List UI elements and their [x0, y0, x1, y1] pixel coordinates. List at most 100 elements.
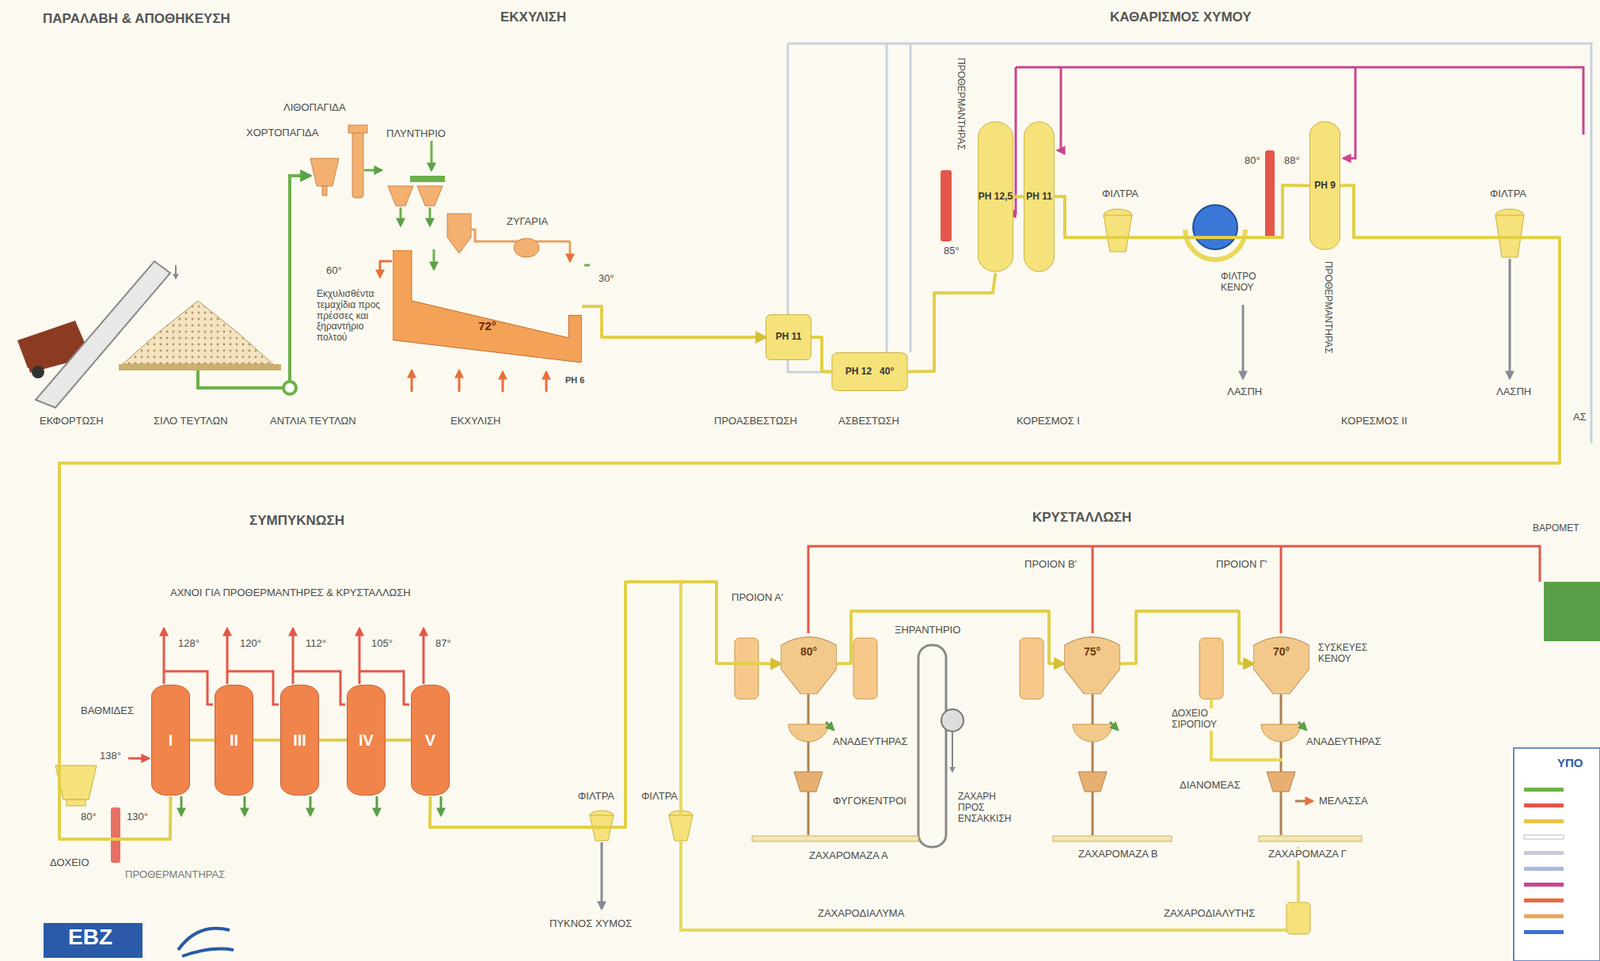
traps-washer-part	[429, 207, 432, 226]
node-outline-part	[1023, 121, 1054, 272]
evaporator-stage: I	[151, 684, 191, 797]
process-label: ΚΟΡΕΣΜΟΣ ΙΙ	[1339, 415, 1410, 428]
filters-part	[66, 799, 86, 806]
syrup-return-part	[680, 840, 1287, 931]
process-label: ΑΧΝΟΙ ΓΙΑ ΠΡΟΘΕΡΜΑΝΤΗΡΕΣ & ΚΡΥΣΤΑΛΛΩΣΗ	[168, 587, 413, 600]
legend-box-part	[1523, 882, 1564, 887]
juice-pipe	[385, 738, 411, 742]
traps-washer-part	[447, 213, 472, 254]
traps-washer-part	[569, 241, 572, 262]
filters	[55, 209, 1524, 935]
process-label: ΠΡΟΘΕΡΜΑΝΤΗΡΑΣ	[954, 56, 966, 153]
node-text: 40°	[879, 366, 894, 377]
node-text: PH 11	[775, 331, 802, 343]
process-label: ΜΕΛΑΣΣΑ	[1317, 795, 1370, 808]
preheaters-part	[1265, 150, 1275, 238]
process-label: ΔΟΧΕΙΟ	[48, 857, 92, 870]
process-label: ΑΝΑΔΕΥΤΗΡΑΣ	[831, 736, 910, 749]
process-label: ΦΙΛΤΡΟ ΚΕΝΟΥ	[1219, 271, 1272, 294]
beet-pile-part	[122, 300, 274, 365]
juice-pipe	[59, 185, 1560, 840]
extraction-arrows-part	[501, 372, 505, 392]
juice-pipe	[319, 738, 347, 742]
extraction-arrows	[380, 249, 590, 392]
process-label: ΔΟΧΕΙΟ ΣΙΡΟΠΙΟΥ	[1170, 708, 1228, 731]
process-label: ΠΥΚΝΟΣ ΧΥΜΟΣ	[547, 918, 634, 931]
legend-box-part	[1523, 835, 1564, 840]
traps-washer	[310, 125, 571, 262]
extraction-arrows-part	[458, 370, 461, 392]
process-label: 128°	[176, 638, 202, 650]
crystallizer-equipment-part	[788, 694, 834, 836]
node-outline-part	[151, 684, 190, 795]
auxiliary-lines-part	[1057, 67, 1061, 151]
process-label: ΖΑΧΑΡΟΜΑΖΑ Γ	[1266, 848, 1349, 861]
juice-pipe	[811, 337, 832, 373]
node-outline-part	[766, 315, 812, 361]
process-label: ΑΝΤΛΙΑ ΤΕΥΤΛΩΝ	[268, 415, 358, 428]
node-outline-part	[410, 684, 449, 795]
preheaters-part	[110, 807, 121, 863]
node-outline-part	[1309, 121, 1340, 251]
vacuum-filter	[1185, 205, 1246, 260]
evaporator-stage: III	[280, 684, 320, 797]
node-outline-part	[1064, 637, 1121, 695]
node-outline-part	[977, 121, 1013, 272]
process-label: ΠΡΟΙΟΝ Γ'	[1214, 558, 1270, 571]
beet-pile	[118, 300, 282, 371]
crystallizer-equipment-part	[1052, 836, 1172, 842]
beet-pump-line-part	[289, 175, 311, 382]
juice-pipe	[836, 611, 1065, 665]
process-label: ΠΡΟΙΟΝ Α'	[729, 592, 785, 605]
crystallizer-equipment-part	[941, 709, 964, 732]
crystallizer-equipment-part-part	[734, 638, 759, 700]
crystallizer: 80°	[780, 633, 837, 695]
legend-box-part	[1523, 930, 1564, 935]
process-label: ΦΙΛΤΡΑ	[576, 790, 616, 803]
legend-box-part	[1523, 914, 1564, 919]
filters-part	[55, 765, 97, 800]
evaporator-stage: IV	[346, 684, 386, 797]
node-text: II	[229, 731, 239, 749]
node-text: V	[425, 731, 436, 749]
node-text: 70°	[1273, 646, 1290, 658]
process-label: 87°	[433, 638, 453, 650]
legend-box-part	[1523, 851, 1564, 856]
section-heading: ΥΠΟ	[1555, 756, 1585, 770]
process-label: ΔΙΑΝΟΜΕΑΣ	[1178, 779, 1243, 792]
section-heading: ΕΚΧΥΛΙΣΗ	[498, 9, 568, 26]
preheaters-part	[940, 170, 952, 242]
process-label: 88°	[1282, 155, 1302, 168]
section-heading: ΠΑΡΑΛΑΒΗ & ΑΠΟΘΗΚΕΥΣΗ	[41, 11, 232, 27]
traps-washer-part	[310, 158, 339, 187]
legend-box-part	[1523, 819, 1564, 824]
sludge-arrows-part	[1508, 258, 1512, 379]
auxiliary-lines-part	[1015, 67, 1584, 135]
extraction-trough: 72°	[392, 250, 582, 363]
syrup-return	[680, 581, 1299, 931]
juice-pipe	[429, 581, 781, 828]
process-label: ΣΙΛΟ ΤΕΥΤΛΩΝ	[152, 415, 230, 428]
legend-box	[1513, 748, 1600, 961]
process-label: 112°	[304, 638, 328, 650]
conveyor-part	[174, 265, 177, 279]
process-label: ΒΑΘΜΙΔΕΣ	[79, 705, 136, 718]
node-outline	[1253, 633, 1310, 695]
process-label: 138°	[98, 750, 123, 763]
condensate-arrows-part	[180, 796, 183, 816]
crystallizer-equipment-part	[752, 836, 919, 842]
beet-pump-line	[197, 175, 311, 395]
juice-pipe	[908, 273, 996, 373]
carbonation-column: PH 12,5	[977, 120, 1014, 274]
juice-pipe	[1013, 195, 1024, 199]
steam-lines	[128, 546, 1540, 759]
traps-washer-part	[322, 186, 327, 196]
juice-pipe	[581, 306, 766, 338]
auxiliary-lines-part	[885, 43, 889, 353]
crystallizer-equipment-part	[1258, 836, 1362, 842]
conveyor-part	[35, 261, 171, 408]
filters-part	[668, 815, 693, 841]
extraction-arrows-part	[410, 370, 414, 392]
